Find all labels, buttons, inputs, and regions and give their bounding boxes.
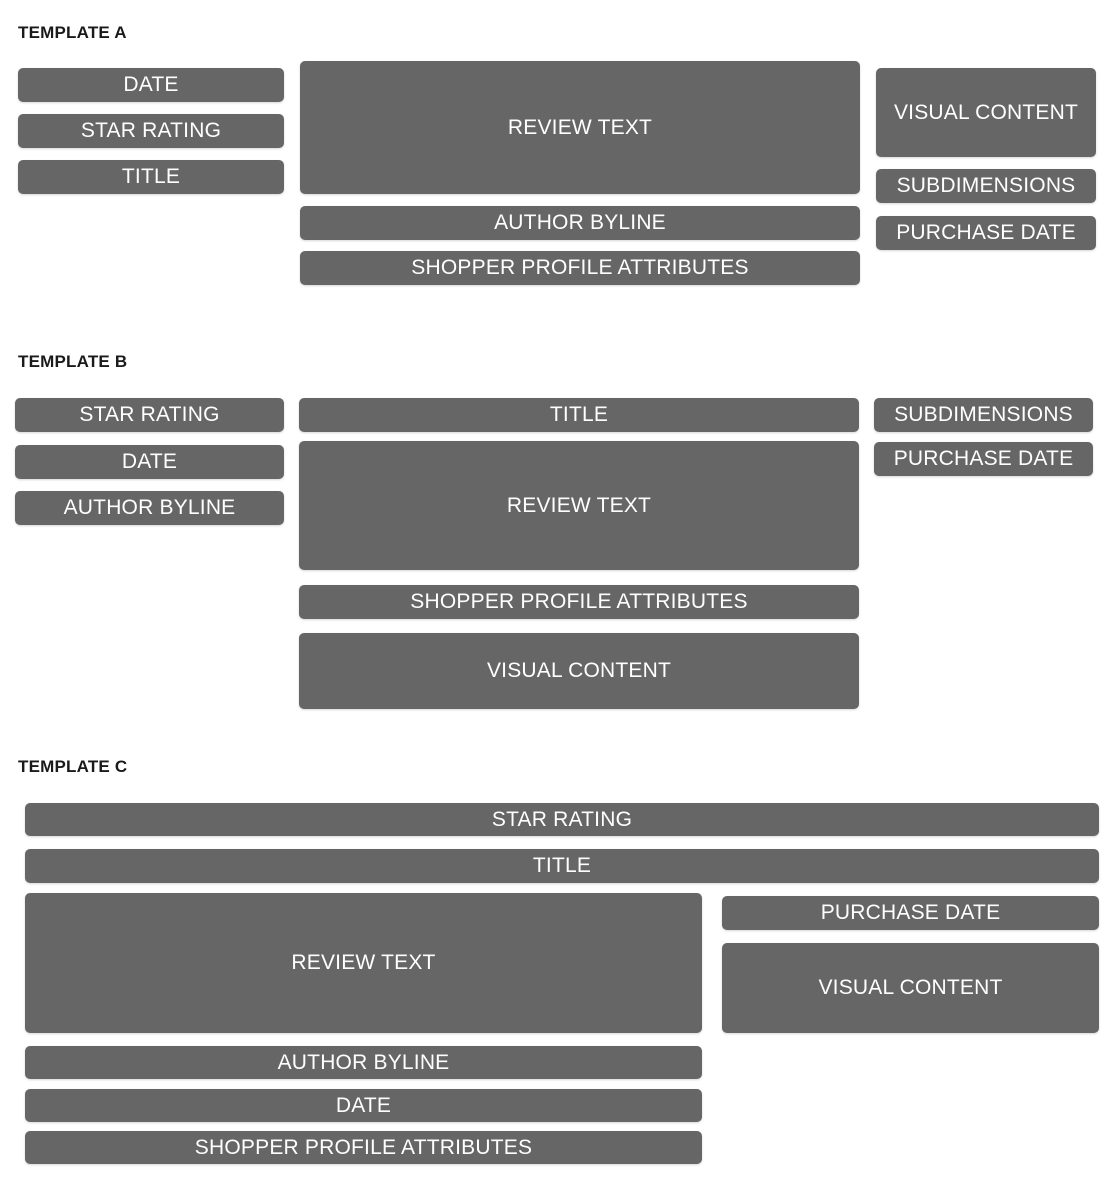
template-b-block-star-rating[interactable]: STAR RATING bbox=[15, 398, 284, 432]
template-b-block-subdimensions[interactable]: SUBDIMENSIONS bbox=[874, 398, 1093, 432]
template-a-block-title[interactable]: TITLE bbox=[18, 160, 284, 194]
template-c-block-author-byline[interactable]: AUTHOR BYLINE bbox=[25, 1046, 702, 1079]
template-b-block-review-text[interactable]: REVIEW TEXT bbox=[299, 441, 859, 570]
template-b-block-visual-content[interactable]: VISUAL CONTENT bbox=[299, 633, 859, 709]
template-a-block-visual-content[interactable]: VISUAL CONTENT bbox=[876, 68, 1096, 157]
template-c-block-title[interactable]: TITLE bbox=[25, 849, 1099, 883]
template-c-block-purchase-date[interactable]: PURCHASE DATE bbox=[722, 896, 1099, 930]
template-c-block-date[interactable]: DATE bbox=[25, 1089, 702, 1122]
template-a-heading: TEMPLATE A bbox=[18, 23, 127, 42]
template-c-heading: TEMPLATE C bbox=[18, 757, 128, 776]
template-b-block-title[interactable]: TITLE bbox=[299, 398, 859, 432]
template-c-block-star-rating[interactable]: STAR RATING bbox=[25, 803, 1099, 836]
template-a-block-star-rating[interactable]: STAR RATING bbox=[18, 114, 284, 148]
template-c-block-review-text[interactable]: REVIEW TEXT bbox=[25, 893, 702, 1033]
template-a-block-review-text[interactable]: REVIEW TEXT bbox=[300, 61, 860, 194]
template-a-block-shopper-profile-attributes[interactable]: SHOPPER PROFILE ATTRIBUTES bbox=[300, 251, 860, 285]
template-a-block-purchase-date[interactable]: PURCHASE DATE bbox=[876, 216, 1096, 250]
template-b-block-author-byline[interactable]: AUTHOR BYLINE bbox=[15, 491, 284, 525]
template-a-block-subdimensions[interactable]: SUBDIMENSIONS bbox=[876, 169, 1096, 203]
template-b-block-shopper-profile-attributes[interactable]: SHOPPER PROFILE ATTRIBUTES bbox=[299, 585, 859, 619]
template-a-block-date[interactable]: DATE bbox=[18, 68, 284, 102]
template-b-block-purchase-date[interactable]: PURCHASE DATE bbox=[874, 442, 1093, 476]
template-c-block-shopper-profile-attributes[interactable]: SHOPPER PROFILE ATTRIBUTES bbox=[25, 1131, 702, 1164]
template-b-block-date[interactable]: DATE bbox=[15, 445, 284, 479]
template-a-block-author-byline[interactable]: AUTHOR BYLINE bbox=[300, 206, 860, 240]
template-c-block-visual-content[interactable]: VISUAL CONTENT bbox=[722, 943, 1099, 1033]
template-b-heading: TEMPLATE B bbox=[18, 352, 128, 371]
